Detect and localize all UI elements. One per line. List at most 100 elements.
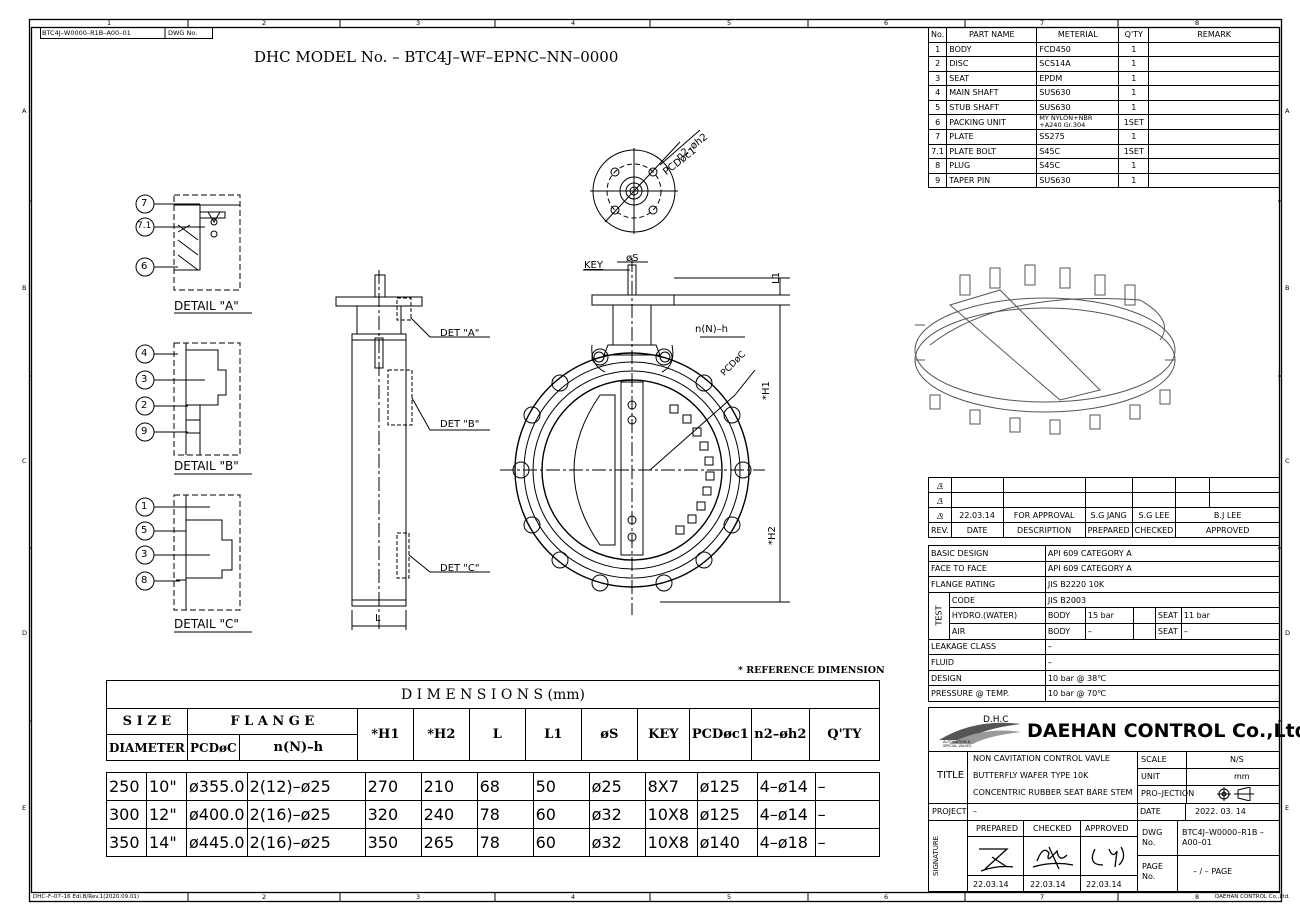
column-header: PREPARED [1084,522,1133,538]
table-title-row: D I M E N S I O N S (mm) [106,680,880,709]
scale-label: SCALE [1141,755,1167,764]
cell: 12" [146,800,187,829]
unit-value: mm [1234,772,1250,781]
detail-b-drawing [135,342,252,475]
zone-col: 5 [727,893,732,901]
cell: ø32 [588,828,646,857]
title-label: TITLE [937,770,965,781]
cell: SEAT [946,70,1038,86]
project-row: PROJECT – DATE 2022. 03. 14 [929,803,1279,821]
table-header-row: DIAMETER PCDøC n(N)–h [106,734,880,761]
cell: ø400.0 [186,800,248,829]
cell: 3 [927,70,948,86]
zone-col: 8 [1195,19,1200,27]
cell: 5 [927,99,948,115]
column-header: øS [580,708,638,761]
column-header: DIAMETER [106,734,188,761]
zone-col: 4 [571,19,576,27]
cell: HYDRO.(WATER) [948,607,1046,624]
balloon-label: 4 [141,348,148,359]
corner-dwg-label: DWG No. [168,29,198,37]
cell: 11 bar [1180,607,1281,624]
cell [1148,129,1280,145]
cell: ø25 [588,772,646,801]
cell [1148,158,1280,174]
cell: 2(16)–ø25 [246,828,366,857]
rev-triangle-icon: △2 [936,480,943,490]
title-line: NON CAVITATION CONTROL VAVLE [973,754,1110,763]
cell: 10X8 [644,800,698,829]
cell: SEAT [1154,607,1182,624]
cell: 1 [1118,85,1150,101]
cell: DISC [946,56,1038,72]
cell: 7 [927,129,948,145]
sig-date: 22.03.14 [1030,880,1066,889]
cell: – [1084,622,1134,640]
cell: FCD450 [1036,41,1120,57]
model-number-title: DHC MODEL No. – BTC4J–WF–EPNC–NN–0000 [254,48,619,66]
cell [1131,492,1177,508]
h2-label: *H2 [767,526,778,545]
cell: 210 [420,772,478,801]
cell: API 609 CATEGORY A [1044,545,1281,562]
cell: FLANGE RATING [928,576,1046,593]
cell [1148,85,1280,101]
zone-col: 7 [1040,893,1045,901]
zone-row: C [22,457,27,465]
os-label: øS [626,253,639,264]
key-label: KEY [584,260,603,271]
cell: 9 [927,172,948,188]
cell: 60 [532,828,590,857]
valve-front-view [500,258,790,615]
test-label: TEST [934,605,944,626]
cell: 320 [364,800,422,829]
title-section: TITLE NON CAVITATION CONTROL VAVLE BUTTE… [929,751,1280,804]
cell [1002,477,1086,493]
cell: 1SET [1118,143,1150,159]
dim-l-label: L [375,613,381,624]
det-b-label: DET "B" [440,419,480,430]
cell [1132,622,1156,640]
cell: 4–ø18 [756,828,816,857]
column-header: Q'TY [808,708,881,761]
detail-a-title: DETAIL "A" [174,299,239,313]
column-header: n(N)–h [238,734,358,761]
cell: – [814,828,881,857]
cell: BASIC DESIGN [928,545,1046,562]
det-c-label: DET "C" [440,563,480,574]
table-row: LEAKAGE CLASS– [928,638,1281,656]
table-row: PRESSURE @ TEMP.10 bar @ 70℃ [928,685,1281,702]
cell [950,492,1004,508]
dhc-logo-icon [939,722,1021,744]
cell [1148,56,1280,72]
project-value: – [973,807,977,816]
cell [1084,492,1133,508]
valve-side-view [335,270,490,630]
zone-row: D [22,629,28,637]
dwg-label: DWG No. [1142,828,1163,847]
cell [1148,114,1280,130]
cell: 265 [420,828,478,857]
cell: BODY [1044,622,1086,640]
rev-triangle-icon: △0 [936,510,943,520]
column-header: REV. [928,522,952,538]
cell: PACKING UNIT [946,114,1038,130]
rev-triangle-icon: △1 [936,495,943,505]
signature-marks-icon [979,846,1125,872]
detail-b-title: DETAIL "B" [174,459,239,473]
date-label: DATE [1140,807,1161,816]
column-header: n2–øh2 [750,708,810,761]
cell: 10 bar @ 70℃ [1044,685,1281,702]
rev-number: △1 [928,492,952,508]
cell: 250 [106,772,147,801]
balloon-label: 6 [141,261,148,272]
cell: ø32 [588,800,646,829]
